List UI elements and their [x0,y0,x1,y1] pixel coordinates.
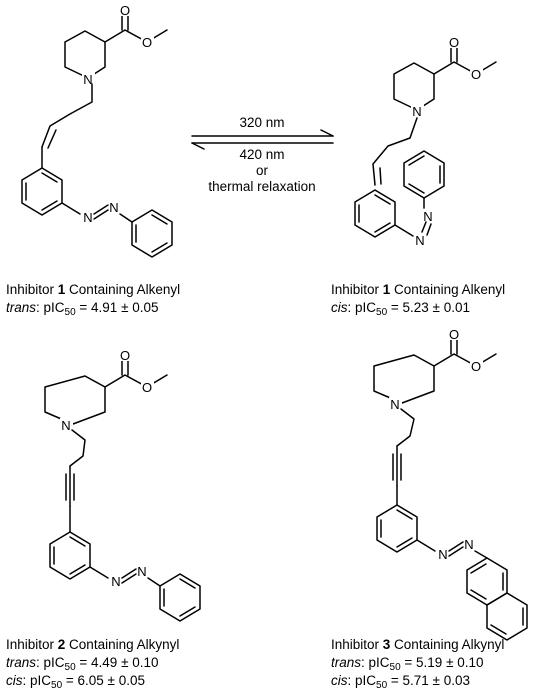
structure-1-cis: O O N N N [354,35,497,248]
ester-group: O O [433,327,497,374]
azo-group: N N [416,537,488,562]
forward-arrow-label: 320 nm [239,115,285,130]
butenyl-linker [41,83,93,169]
piperidine-ring: N [393,62,435,119]
phenyl-ring-a [354,189,396,238]
piperidine-ring: N [64,30,106,87]
nitrogen-label: N [438,547,447,562]
caption-title: Inhibitor 1 Containing Alkenyl [331,282,506,297]
oxygen-label: O [449,327,459,342]
azo-group: N N [89,564,161,589]
caption-value: trans: pIC50 = 5.19 ± 0.10 [331,655,484,673]
nitrogen-label: N [390,397,399,412]
caption-value: trans: pIC50 = 4.49 ± 0.10 [6,655,159,673]
oxygen-label: O [471,359,481,374]
ester-group: O O [104,3,168,50]
reverse-label-line: or [255,163,268,178]
nitrogen-label: N [109,200,118,215]
structure-2: O O N N N [44,348,201,622]
reverse-label-line: 420 nm [239,147,285,162]
nitrogen-label: N [415,233,424,248]
caption-inhibitor-1-cis: Inhibitor 1 Containing Alkenyl cis: pIC5… [331,281,506,318]
caption-title: Inhibitor 2 Containing Alkynyl [6,637,180,652]
azo-group: N N [61,200,133,225]
structure-3: O O N N N [373,327,528,641]
phenyl-ring-a [21,167,63,216]
caption-value: cis: pIC50 = 5.23 ± 0.01 [331,300,470,318]
compound-number: 1 [57,282,66,297]
piperidine-ring: N [373,354,435,412]
nitrogen-label: N [83,72,92,87]
oxygen-label: O [471,67,481,82]
phenyl-ring-b [403,150,445,199]
piperidine-ring: N [44,375,106,433]
caption-inhibitor-1-trans: Inhibitor 1 Containing Alkenyl trans: pI… [6,281,181,318]
caption-value: cis: pIC50 = 6.05 ± 0.05 [6,673,145,691]
phenyl-ring-b [131,209,173,258]
caption-title: Inhibitor 1 Containing Alkenyl [6,282,181,297]
caption-value: trans: pIC50 = 4.91 ± 0.05 [6,300,159,318]
nitrogen-label: N [111,574,120,589]
butynyl-linker [65,429,86,533]
nitrogen-label: N [61,418,70,433]
structure-1-trans: O O N N N [21,3,173,258]
nitrogen-label: N [412,104,421,119]
reverse-arrow-label: 420 nm or thermal relaxation [187,147,337,195]
oxygen-label: O [120,348,130,363]
reverse-label-line: thermal relaxation [208,179,316,194]
ester-group: O O [104,348,168,395]
caption-inhibitor-3: Inhibitor 3 Containing Alkynyl trans: pI… [331,636,505,691]
caption-title: Inhibitor 3 Containing Alkynyl [331,637,505,652]
naphthalene-ring [466,557,528,641]
oxygen-label: O [142,380,152,395]
equilibrium-arrows [191,129,334,150]
butynyl-linker [392,408,415,506]
oxygen-label: O [120,3,130,18]
nitrogen-label: N [423,209,432,224]
phenyl-ring-a [376,504,418,553]
compound-number: 3 [382,637,391,652]
ester-group: O O [433,35,497,82]
caption-inhibitor-2: Inhibitor 2 Containing Alkynyl trans: pI… [6,636,180,691]
azo-group: N N [394,197,433,248]
phenyl-ring-a [49,531,91,580]
caption-value: cis: pIC50 = 5.71 ± 0.03 [331,673,470,691]
nitrogen-label: N [464,537,473,552]
butenyl-linker [372,117,418,186]
oxygen-label: O [449,35,459,50]
nitrogen-label: N [137,564,146,579]
compound-number: 2 [57,637,66,652]
nitrogen-label: N [83,210,92,225]
phenyl-ring-b [159,573,201,622]
compound-number: 1 [382,282,391,297]
oxygen-label: O [142,35,152,50]
